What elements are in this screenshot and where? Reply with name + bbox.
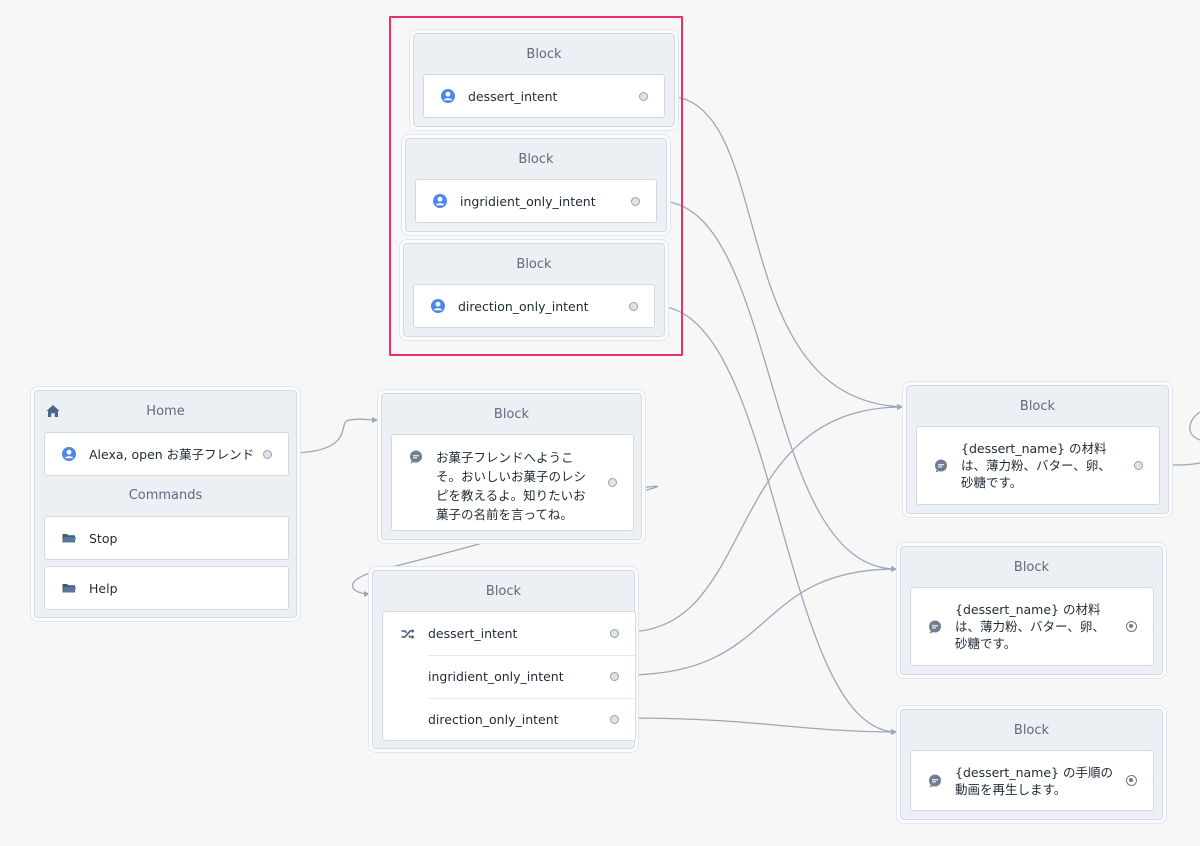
block-title: Block [1013, 723, 1050, 738]
choice-direction[interactable]: direction_only_intent [383, 698, 635, 741]
output-port[interactable] [639, 91, 648, 101]
folder-icon [62, 534, 76, 543]
intent-block-ingridient[interactable]: Block ingridient_only_intent [405, 138, 667, 232]
command-stop[interactable]: Stop [44, 516, 289, 560]
wire-choice-dessert [625, 404, 904, 633]
intent-step-dessert[interactable]: dessert_intent [423, 74, 665, 118]
block-title: Block [526, 47, 562, 62]
home-icon [46, 405, 60, 417]
launch-label: Alexa, open お菓子フレンド [89, 446, 255, 462]
speak-text: {dessert_name} の手順の動画を再生します。 [955, 764, 1113, 797]
choice-icon [401, 628, 415, 639]
selection-highlight [389, 16, 683, 356]
block-title: Block [1019, 399, 1056, 414]
block-title: Home [35, 391, 296, 433]
speak-icon [935, 459, 947, 472]
speak-text: {dessert_name} の材料は、薄力粉、バター、卵、砂糖です。 [961, 441, 1111, 490]
speak-icon [929, 774, 941, 787]
speak-text: {dessert_name} の材料は、薄力粉、バター、卵、砂糖です。 [955, 602, 1105, 651]
output-port[interactable] [1134, 461, 1143, 470]
choice-list: dessert_intent ingridient_only_intent di… [382, 611, 636, 741]
wire-home-to-welcome [287, 416, 379, 454]
intent-block-dessert[interactable]: Block dessert_intent [413, 33, 675, 127]
row-divider [428, 698, 635, 699]
user-icon [433, 194, 447, 208]
wire-direction-intent [655, 305, 898, 735]
intent-block-direction[interactable]: Block direction_only_intent [403, 243, 665, 337]
wire-choice-ingridient [625, 566, 898, 676]
wire-choice-direction [625, 717, 898, 735]
user-icon [441, 89, 455, 103]
response-speak-step[interactable]: {dessert_name} の材料は、薄力粉、バター、卵、砂糖です。 [916, 426, 1160, 505]
block-title: Block [518, 152, 554, 167]
intent-label: ingridient_only_intent [460, 193, 596, 209]
command-label: Stop [89, 530, 118, 546]
commands-title: Commands [128, 488, 203, 503]
user-icon [62, 447, 76, 461]
target-port[interactable] [1126, 775, 1137, 786]
output-port[interactable] [610, 672, 619, 681]
output-port[interactable] [610, 715, 619, 724]
block-title: Block [493, 407, 530, 422]
speak-text: お菓子フレンドへようこそ。おいしいお菓子のレシピを教えるよ。知りたいお菓子の名前… [436, 450, 587, 522]
choice-label: ingridient_only_intent [428, 669, 564, 684]
home-block[interactable]: Home Alexa, open お菓子フレンド Commands Stop H… [34, 390, 297, 618]
folder-icon [62, 584, 76, 593]
output-port[interactable] [608, 478, 617, 487]
welcome-block[interactable]: Block お菓子フレンドへようこそ。おいしいお菓子のレシピを教えるよ。知りたい… [381, 393, 642, 540]
output-port[interactable] [629, 301, 638, 311]
wire-offscreen-in [1189, 411, 1200, 441]
output-port[interactable] [631, 196, 640, 206]
wire-dessert-intent [665, 95, 904, 410]
welcome-speak-step[interactable]: お菓子フレンドへようこそ。おいしいお菓子のレシピを教えるよ。知りたいお菓子の名前… [391, 434, 634, 531]
choice-label: dessert_intent [428, 626, 518, 641]
intent-step-ingridient[interactable]: ingridient_only_intent [415, 179, 657, 223]
wire-ingridient-intent [658, 200, 898, 573]
speak-icon [929, 620, 941, 633]
intent-label: dessert_intent [468, 88, 558, 104]
launch-step[interactable]: Alexa, open お菓子フレンド [44, 432, 289, 476]
intent-label: direction_only_intent [458, 298, 589, 314]
response-speak-step[interactable]: {dessert_name} の手順の動画を再生します。 [910, 750, 1154, 811]
response-speak-step[interactable]: {dessert_name} の材料は、薄力粉、バター、卵、砂糖です。 [910, 587, 1154, 666]
output-port[interactable] [610, 629, 619, 638]
block-title: Block [485, 584, 522, 599]
target-port[interactable] [1126, 621, 1137, 632]
block-title: Block [516, 257, 552, 272]
output-port[interactable] [263, 449, 272, 459]
command-label: Help [89, 580, 118, 596]
choice-label: direction_only_intent [428, 712, 559, 727]
response-block-1[interactable]: Block {dessert_name} の材料は、薄力粉、バター、卵、砂糖です… [906, 385, 1169, 514]
choice-dessert[interactable]: dessert_intent [383, 612, 635, 655]
block-title: Block [1013, 560, 1050, 575]
command-help[interactable]: Help [44, 566, 289, 610]
speak-icon [410, 450, 422, 464]
home-title: Home [146, 404, 185, 419]
user-icon [431, 299, 445, 313]
response-block-2[interactable]: Block {dessert_name} の材料は、薄力粉、バター、卵、砂糖です… [900, 546, 1163, 675]
response-block-3[interactable]: Block {dessert_name} の手順の動画を再生します。 [900, 709, 1163, 820]
choice-ingridient[interactable]: ingridient_only_intent [383, 655, 635, 698]
row-divider [428, 655, 635, 656]
choice-block[interactable]: Block dessert_intent ingridient_only_int… [372, 570, 636, 749]
intent-step-direction[interactable]: direction_only_intent [413, 284, 655, 328]
